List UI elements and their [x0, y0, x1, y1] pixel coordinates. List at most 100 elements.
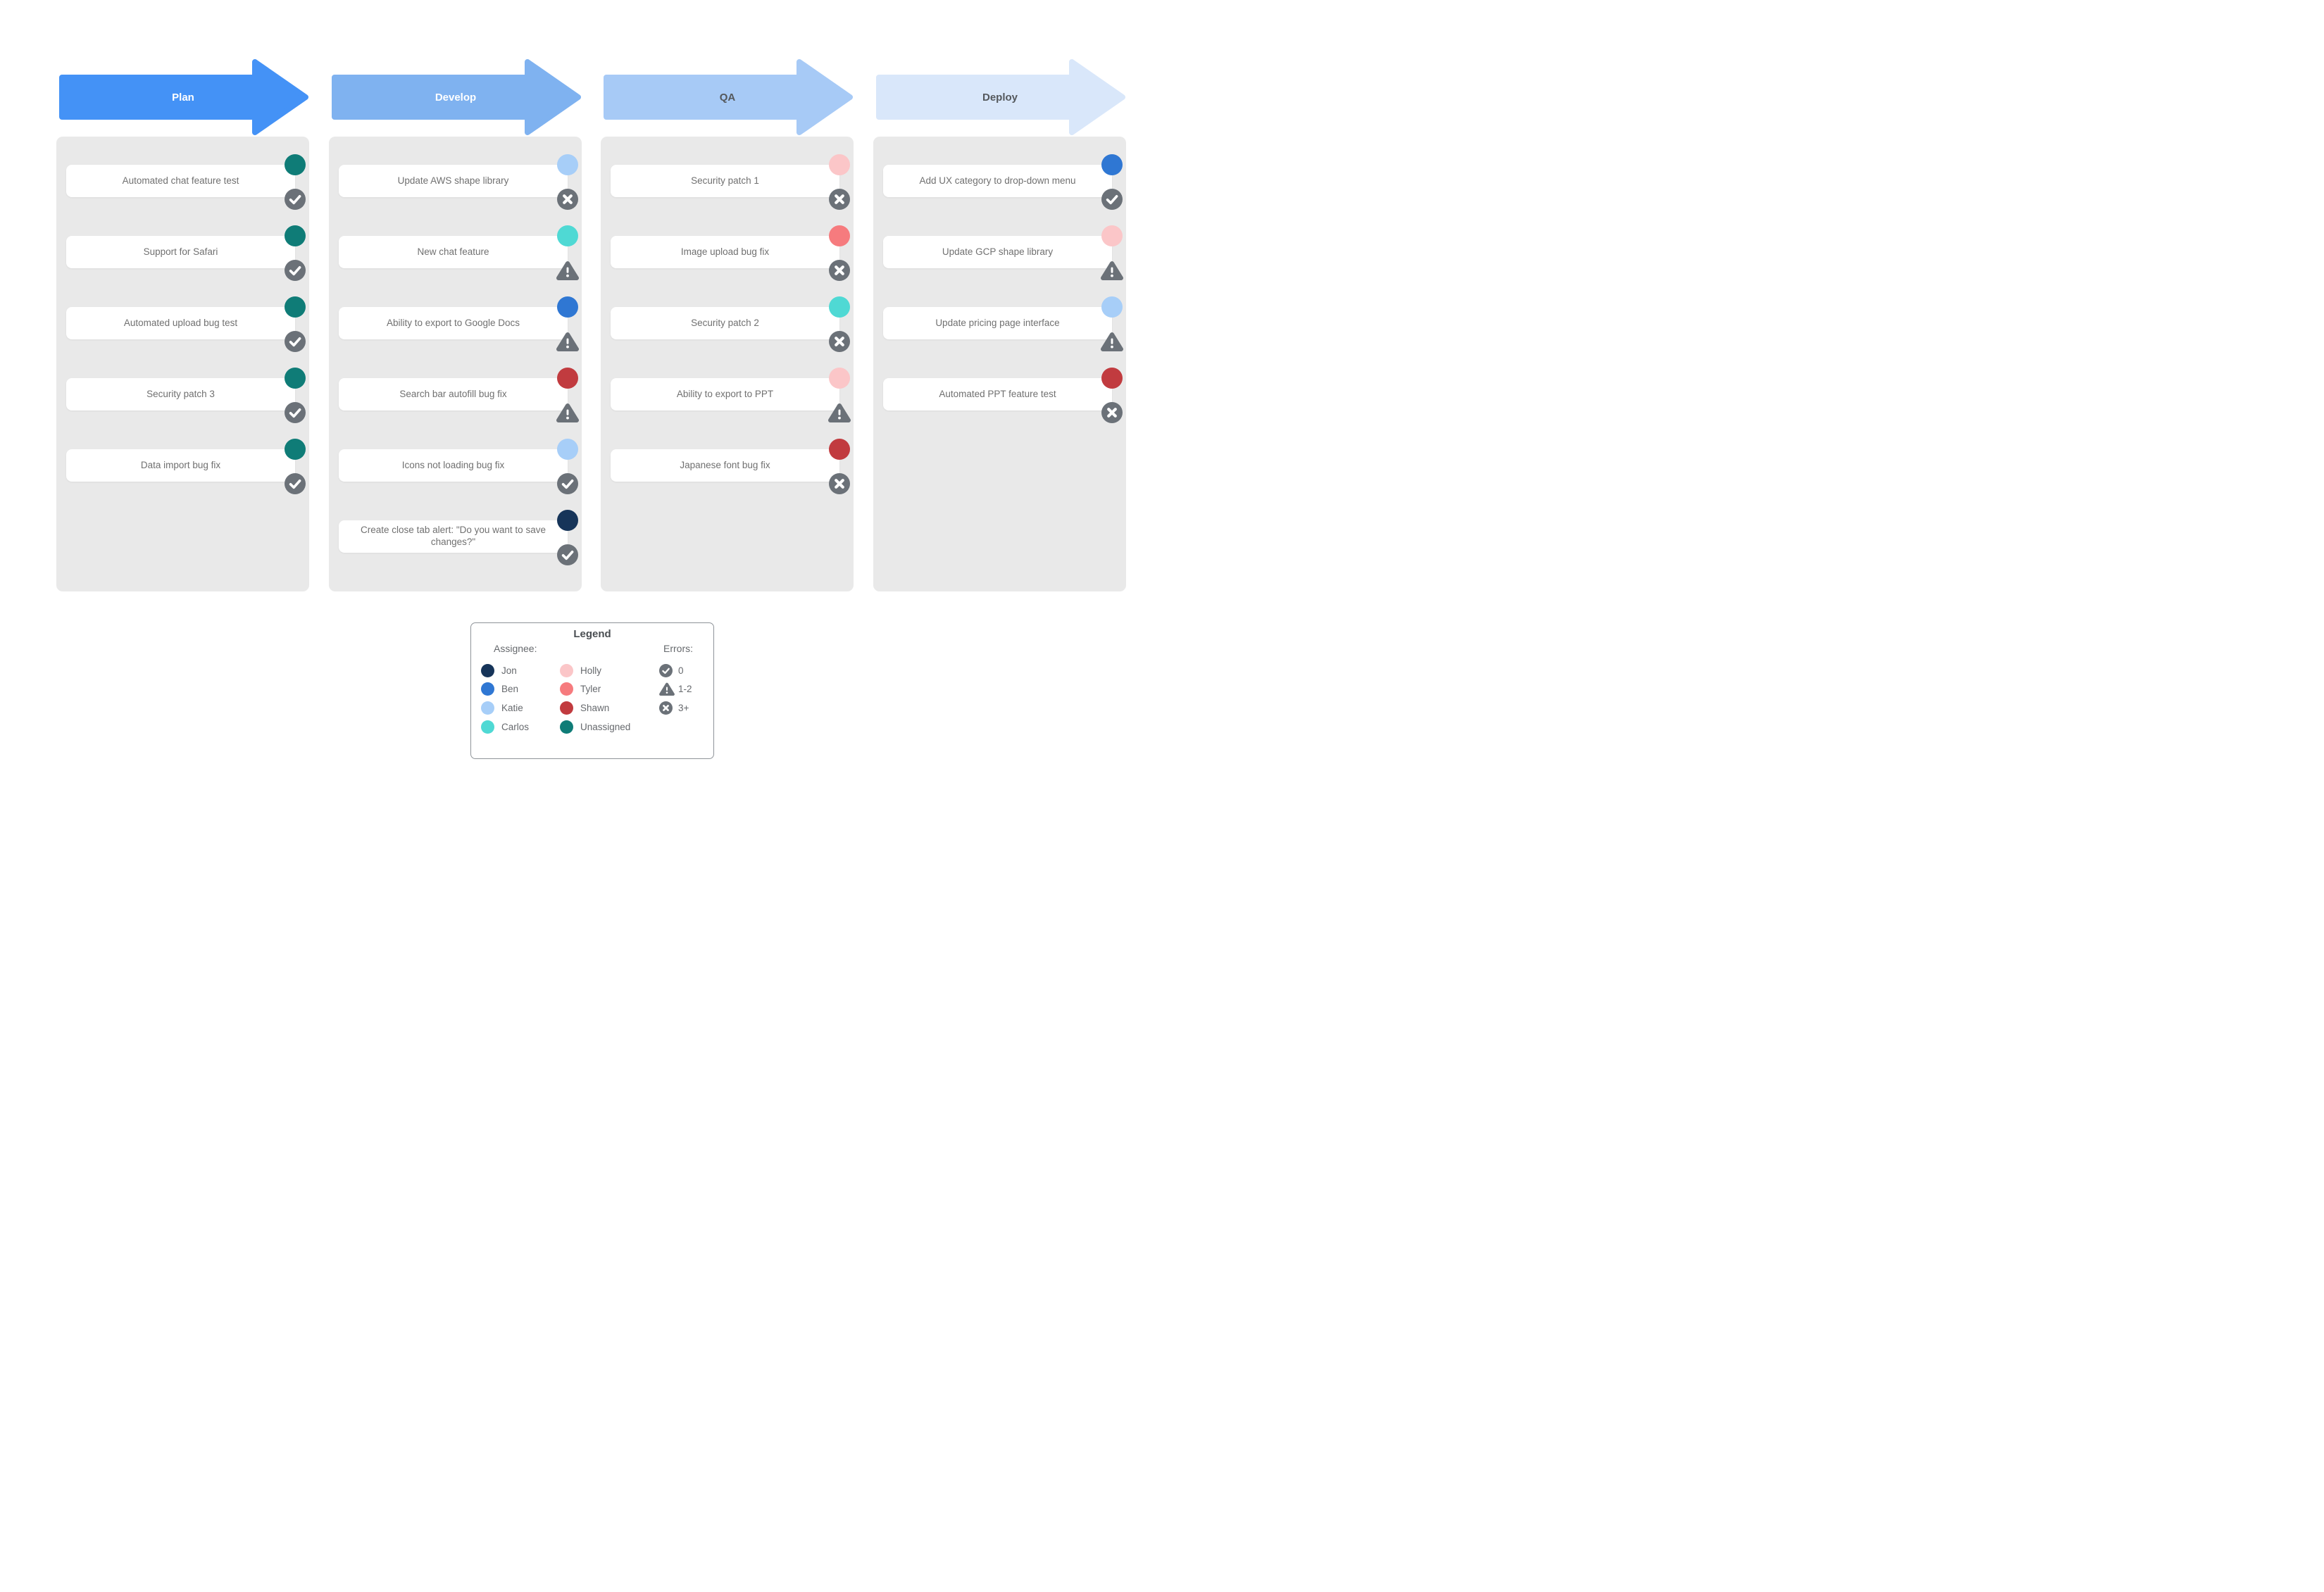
task-card: New chat feature: [339, 236, 568, 268]
task-card: Ability to export to Google Docs: [339, 307, 568, 339]
column-header-label: QA: [720, 92, 736, 104]
task-card: Japanese font bug fix: [611, 449, 839, 482]
x-circle-icon: [829, 260, 850, 281]
legend-assignee-dot: [481, 682, 494, 696]
task-card: Search bar autofill bug fix: [339, 378, 568, 410]
task-card: Add UX category to drop-down menu: [883, 165, 1112, 197]
legend-assignee-dot: [560, 663, 573, 677]
card-title: Support for Safari: [143, 246, 218, 257]
assignee-dot: [285, 439, 306, 460]
assignee-dot: [557, 154, 578, 175]
legend-assignee-dot: [481, 663, 494, 677]
task-card: Icons not loading bug fix: [339, 449, 568, 482]
warning-triangle-icon: [659, 682, 675, 696]
column-body: [873, 137, 1126, 591]
check-circle-icon: [285, 331, 306, 352]
task-card: Ability to export to PPT: [611, 378, 839, 410]
card-title: Add UX category to drop-down menu: [919, 175, 1076, 186]
assignee-dot: [285, 368, 306, 389]
legend-assignee-name: Tyler: [580, 683, 601, 694]
assignee-dot: [1101, 154, 1123, 175]
card-title: Security patch 3: [146, 388, 215, 399]
x-circle-icon: [829, 331, 850, 352]
warning-triangle-icon: [556, 332, 579, 351]
x-circle-icon: [829, 473, 850, 494]
card-title: Ability to export to Google Docs: [386, 317, 520, 328]
assignee-dot: [557, 510, 578, 531]
task-card: Support for Safari: [66, 236, 295, 268]
card-title: New chat feature: [417, 246, 489, 257]
legend-assignee-name: Holly: [580, 665, 602, 676]
legend-error-label: 0: [678, 665, 684, 676]
legend-assignee-name: Shawn: [580, 702, 610, 713]
assignee-dot: [1101, 296, 1123, 318]
check-circle-icon: [285, 189, 306, 210]
assignee-dot: [829, 368, 850, 389]
warning-triangle-icon: [556, 261, 579, 280]
card-title: Image upload bug fix: [680, 246, 770, 257]
errors-section-label: Errors:: [663, 643, 693, 654]
column-header-label: Plan: [172, 92, 194, 104]
arrow-shape: [604, 59, 853, 135]
task-card: Automated PPT feature test: [883, 378, 1112, 410]
check-circle-icon: [1101, 189, 1123, 210]
card-title: Automated PPT feature test: [939, 388, 1056, 399]
x-circle-icon: [557, 189, 578, 210]
card-title: Ability to export to PPT: [676, 388, 774, 399]
legend-assignee-name: Katie: [501, 702, 523, 713]
assignee-dot: [829, 154, 850, 175]
card-title: Update AWS shape library: [397, 175, 509, 186]
x-circle-icon: [1101, 402, 1123, 423]
card-title: Security patch 1: [691, 175, 759, 186]
arrow-shape: [332, 59, 581, 135]
legend-assignee-item: Ben: [481, 681, 518, 696]
assignee-dot: [1101, 225, 1123, 246]
arrow-shape: [59, 59, 308, 135]
column-body: [329, 137, 582, 591]
legend-title: Legend: [573, 628, 611, 640]
legend-assignee-dot: [560, 701, 573, 715]
assignee-dot: [829, 439, 850, 460]
check-circle-icon: [285, 402, 306, 423]
task-card: Update AWS shape library: [339, 165, 568, 197]
column-header-arrow: QA: [601, 58, 854, 137]
check-circle-icon: [659, 663, 673, 677]
task-card: Image upload bug fix: [611, 236, 839, 268]
legend-assignee-item: Carlos: [481, 719, 529, 734]
column-body: [56, 137, 309, 591]
x-circle-icon: [659, 701, 673, 715]
assignee-dot: [285, 296, 306, 318]
card-title: Icons not loading bug fix: [401, 459, 505, 470]
card-title: Security patch 2: [691, 317, 759, 328]
check-circle-icon: [557, 473, 578, 494]
task-card: Security patch 1: [611, 165, 839, 197]
card-title: Data import bug fix: [140, 459, 221, 470]
warning-triangle-icon: [1101, 332, 1123, 351]
legend-assignee-name: Carlos: [501, 721, 530, 732]
card-title: Search bar autofill bug fix: [399, 388, 507, 399]
assignee-dot: [557, 368, 578, 389]
assignee-dot: [557, 225, 578, 246]
column-header-label: Deploy: [982, 92, 1018, 104]
legend-assignee-dot: [481, 720, 494, 734]
task-card: Update pricing page interface: [883, 307, 1112, 339]
legend-assignee-item: Katie: [481, 700, 523, 715]
legend-assignee-item: Holly: [560, 663, 601, 678]
assignee-dot: [829, 296, 850, 318]
x-circle-icon: [829, 189, 850, 210]
card-title: Update GCP shape library: [942, 246, 1054, 257]
task-card: Create close tab alert: "Do you want to …: [339, 520, 568, 553]
card-title: Create close tab alert: "Do you want to …: [361, 525, 546, 547]
legend-error-item: 0: [659, 663, 684, 678]
legend-assignee-name: Jon: [501, 665, 517, 676]
legend-error-label: 3+: [678, 702, 689, 713]
card-title: Japanese font bug fix: [680, 459, 770, 470]
task-card: Data import bug fix: [66, 449, 295, 482]
legend-error-item: 3+: [659, 700, 689, 715]
check-circle-icon: [285, 473, 306, 494]
column-body: [601, 137, 854, 591]
assignee-dot: [557, 296, 578, 318]
legend-assignee-name: Unassigned: [580, 721, 631, 732]
column-header-arrow: Develop: [329, 58, 582, 137]
